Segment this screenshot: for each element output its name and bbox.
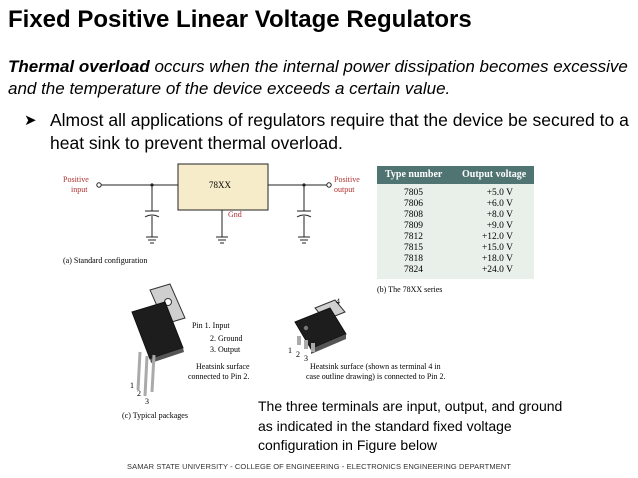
smd-lead-label-1: 1 [288,346,292,355]
table-row: 7812+12.0 V [404,232,513,242]
typical-packages-caption: (c) Typical packages [122,411,188,420]
to220-heatsink-note: Heatsink surface [196,362,250,371]
lead-label-3: 3 [145,397,149,406]
intro-emphasis: Thermal overload [8,57,150,76]
to220-package-drawing [131,283,186,397]
footer: SAMAR STATE UNIVERSITY - COLLEGE OF ENGI… [126,462,511,471]
intro-paragraph: Thermal overload occurs when the interna… [8,56,634,100]
arrow-bullet-icon: ➤ [24,112,37,129]
smd-lead-label-2: 2 [296,350,300,359]
regulator-ic-box [177,163,269,211]
table-row: 7809+9.0 V [404,221,513,231]
intro-text: occurs when the internal power dissipati… [8,57,628,98]
series-table-header: Type number Output voltage [377,166,534,184]
gnd-label: Gnd [228,210,242,219]
pin3-label: 3. Output [210,345,241,354]
table-row: 7815+15.0 V [404,243,513,253]
header-type-number: Type number [385,169,443,180]
regulator-figure [96,163,347,397]
header-output-voltage: Output voltage [462,169,527,180]
smd-package-drawing [294,299,347,354]
positive-output-label: Positive [334,175,360,184]
smd-heatsink-note: Heatsink surface (shown as terminal 4 in [310,362,441,371]
ic-label: 78XX [209,180,231,190]
smd-tab-label: 4 [336,297,340,306]
table-row: 7818+18.0 V [404,254,513,264]
bullet-item: ➤ Almost all applications of regulators … [24,109,630,155]
input-label: input [71,185,88,194]
circuit-wiring [96,182,332,244]
output-label: output [334,185,355,194]
pin1-label: Pin 1. Input [192,321,230,330]
positive-input-label: Positive [63,175,89,184]
table-row: 7808+8.0 V [404,210,513,220]
lead-label-2: 2 [137,389,141,398]
bullet-text: Almost all applications of regulators re… [50,110,629,153]
series-table [377,166,534,279]
smd-lead-label-3: 3 [304,354,308,363]
slide-title: Fixed Positive Linear Voltage Regulators [8,6,472,33]
to220-heatsink-note-2: connected to Pin 2. [188,372,250,381]
terminals-note: The three terminals are input, output, a… [258,398,563,453]
table-row: 7806+6.0 V [404,199,513,209]
series-table-caption: (b) The 78XX series [377,285,443,294]
lead-label-1: 1 [130,381,134,390]
smd-heatsink-note-2: case outline drawing) is connected to Pi… [306,372,446,381]
table-row: 7805+5.0 V [404,188,513,198]
standard-configuration-caption: (a) Standard configuration [63,256,148,265]
pin2-label: 2. Ground [210,334,243,343]
table-row: 7824+24.0 V [404,265,513,275]
